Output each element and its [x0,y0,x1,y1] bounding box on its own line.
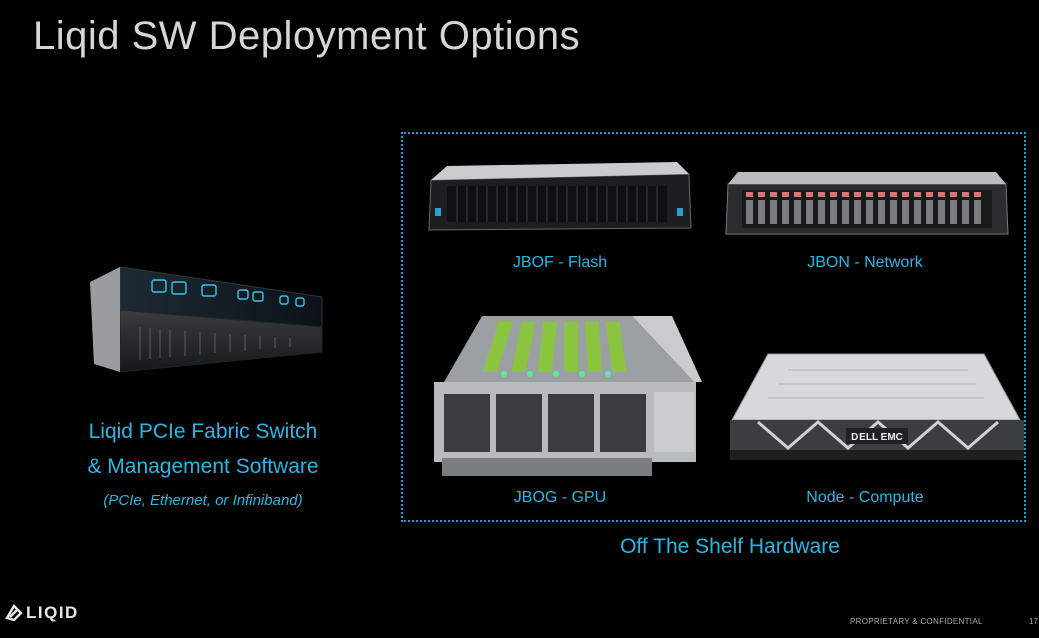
jbof-label: JBOF - Flash [512,254,608,271]
liqid-logo-icon [5,604,23,622]
jbof-image [427,158,695,234]
jbog-label: JBOG - GPU [513,489,607,506]
node-image: D ELL EMC [728,350,1026,468]
logo-text: LIQID [26,603,79,622]
liqid-logo: LIQID [4,602,79,624]
node-label: Node - Compute [806,489,924,506]
switch-title-line2: & Management Software [87,455,319,478]
svg-text:D ELL EMC: D ELL EMC [851,432,903,443]
hardware-frame [401,132,1026,522]
slide-title: Liqid SW Deployment Options [33,14,581,58]
confidential-notice: PROPRIETARY & CONFIDENTIAL [850,617,983,626]
page-number: 17 [1029,617,1038,626]
jbon-label: JBON - Network [807,254,923,271]
jbon-image [724,162,1010,238]
fabric-switch-image [90,252,325,382]
switch-subtitle: (PCIe, Ethernet, or Infiniband) [103,492,303,509]
switch-title-line1: Liqid PCIe Fabric Switch [88,420,318,443]
jbog-image [432,312,710,482]
hardware-caption: Off The Shelf Hardware [620,535,840,558]
